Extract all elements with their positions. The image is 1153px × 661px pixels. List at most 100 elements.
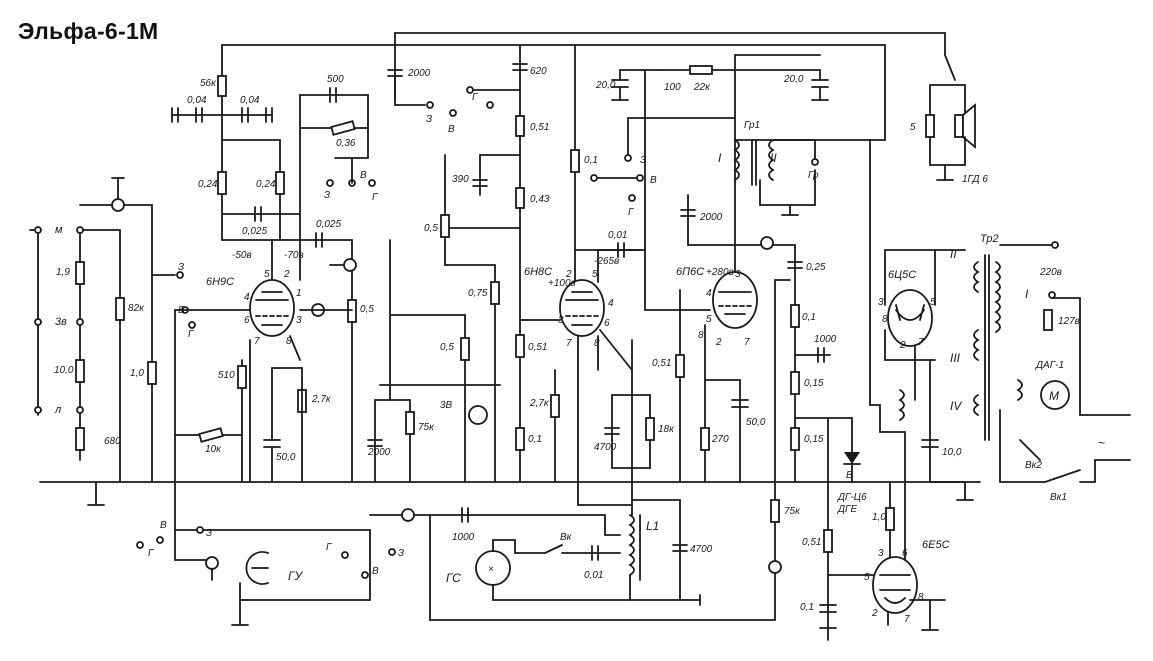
r-075-label: 0,75 [468,288,488,299]
t5-pin-3: 3 [878,548,884,559]
motor-symbol: M [1049,389,1059,403]
stage1-components: 56к 0,04 0,04 500 0,36 0,24 0,24 0,025 0… [171,74,374,483]
r-56k-label: 56к [200,78,217,89]
z-label-6: З [398,548,404,559]
t4-name: 6Ц5С [888,269,916,281]
tr2-ii-label: II [950,247,957,261]
t5-pin-8: 8 [918,592,924,603]
g-label-6: Г [148,548,155,559]
g-label-7: Г [326,542,333,553]
c-2000b-label: 2000 [699,212,723,223]
t1-pin-2: 2 [283,269,290,280]
v-label-4: В [650,175,657,186]
t1-name: 6Н9С [206,276,234,288]
r-75ka-label: 75к [418,422,435,433]
r-051b-label: 0,51 [528,342,547,353]
t2-pin-5: 5 [592,269,598,280]
t1-pin-1: 1 [296,288,302,299]
input-section: м 3в л 1,9 10,0 680 82к 1,0 З В Г [37,177,251,561]
r-10a-label: 1,0 [130,368,144,379]
t2-pin-8: 8 [594,338,600,349]
t2-name: 6Н8С [524,266,552,278]
c-025-label: 0,25 [806,262,826,273]
gu-label: ГУ [288,569,304,583]
c-390-label: 390 [452,174,469,185]
t2-voltage-2: -265в [594,256,619,267]
t1-pin-5: 5 [264,269,270,280]
t1-voltage-1: -50в [232,250,252,261]
r-27ka-label: 2,7к [529,398,550,409]
motor-label: ДАГ-1 [1035,360,1064,371]
ac-label: ~ [1098,436,1105,450]
c-0025a-label: 0,025 [242,226,267,237]
r-051c-label: 0,51 [652,358,671,369]
v-label-5: В [846,470,853,481]
c-4700a-label: 4700 [594,442,617,453]
pot-05c-label: 0,5 [360,304,374,315]
z-label-1: З [178,262,184,273]
vk2-label: Вк2 [1025,460,1042,471]
t3-name: 6П6С [676,266,704,278]
c-1000a-label: 1000 [814,334,837,345]
stage2-components: 2000 З В Г 620 0,51 390 0,43 0,5 0,75 0,… [324,63,550,483]
gr1-label: Гр1 [744,120,760,131]
t3-pin-2: 2 [715,337,722,348]
t2-pin-4: 4 [608,298,614,309]
r-051a-label: 0,51 [530,122,549,133]
r-01c-label: 0,1 [528,434,542,445]
t5-pin-2: 2 [871,608,878,619]
diode2-label: ДГЕ [837,504,857,515]
main-buses [39,32,981,483]
t1-pin-8: 8 [286,336,292,347]
c-500-label: 500 [327,74,344,85]
t5-pin-7: 7 [904,614,910,625]
t4-pin-5: 5 [930,297,936,308]
t1-pin-6: 6 [244,315,250,326]
gs-label: ГС [446,571,461,585]
t2-pin-6: 6 [604,318,610,329]
t2-pin-7: 7 [566,338,572,349]
g-label-3: Г [372,192,379,203]
vk-label: Вк [560,532,573,543]
speaker-section: 5 1ГД 6 [910,54,988,185]
c-2000a-label: 2000 [407,68,431,79]
z-label-5: З [206,528,212,539]
t1-pin-3: 3 [296,315,302,326]
tr1-primary-label: I [718,151,722,165]
t3-pin-7: 7 [744,337,750,348]
c-004b-label: 0,04 [240,95,260,106]
t5-pin-5: 5 [864,572,870,583]
c-004a-label: 0,04 [187,95,207,106]
r-043-label: 0,43 [530,194,550,205]
r-10k-label: 10к [205,444,222,455]
t4-pin-2: 2 [899,340,906,351]
bottom-section: З В Г ГУ Г З В 1000 × ГС Вк [136,279,801,626]
ground-symbols [29,226,42,414]
t1-pin-4: 4 [244,292,250,303]
t2-voltage-1: +100в [548,278,576,289]
c-0025b-label: 0,025 [316,219,341,230]
diode-label: ДГ-Ц6 [837,492,867,503]
vk1-label: Вк1 [1050,492,1067,503]
tr2-iv-label: IV [950,399,962,413]
r-127-label: 127в [1058,316,1080,327]
tr2-label: Тр2 [980,233,999,245]
t3-pin-3: 3 [735,269,741,280]
g-label-4: Г [628,207,635,218]
c-2000c-label: 2000 [367,447,391,458]
t4-pin-8: 8 [882,314,888,325]
r-5-label: 5 [910,122,916,133]
v-label-7: В [372,566,379,577]
t5-pin-6: 6 [902,548,908,559]
r-051d-label: 0,51 [802,537,821,548]
z-label-4: З [640,155,646,166]
schematic-title: Эльфа-6-1М [18,18,159,44]
t2-pin-2: 2 [565,269,572,280]
r-82k-label: 82к [128,303,145,314]
t3-pin-8: 8 [698,330,704,341]
t1-pin-7: 7 [254,336,260,347]
l1-label: L1 [646,519,659,533]
t3-voltage: +280в [706,267,734,278]
r-27kb-label: 2,7к [311,394,332,405]
r-024b-label: 0,24 [256,179,276,190]
